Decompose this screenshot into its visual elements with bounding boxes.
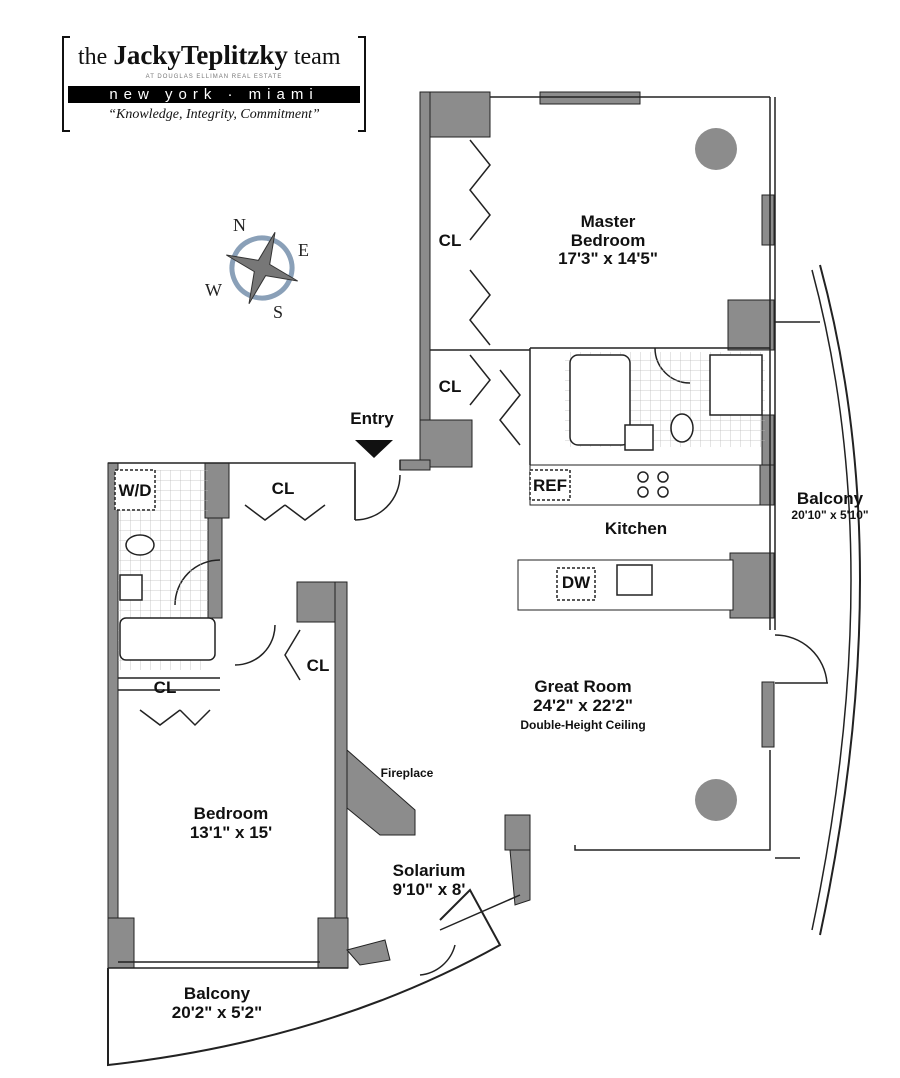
- refrigerator-label: REF: [533, 476, 567, 495]
- compass-east: E: [298, 240, 309, 260]
- outline-lines: [107, 96, 861, 1067]
- compass-south: S: [273, 302, 284, 322]
- fixtures: [114, 354, 763, 661]
- closet-label: CL: [438, 377, 462, 396]
- fireplace-label: Fireplace: [380, 766, 434, 780]
- brand-logo: the JackyTeplitzky team AT DOUGLAS ELLIM…: [62, 36, 366, 132]
- closet-label: CL: [153, 678, 177, 697]
- column: [695, 779, 737, 821]
- logo-prefix: the: [78, 44, 108, 70]
- kitchen-label: Kitchen: [604, 519, 668, 538]
- closet-label: CL: [271, 479, 295, 498]
- logo-tagline: “Knowledge, Integrity, Commitment”: [108, 107, 320, 122]
- compass-north: N: [233, 215, 246, 235]
- compass-rose-icon: [226, 232, 298, 304]
- washer-dryer-label: W/D: [118, 481, 152, 500]
- logo-suffix: team: [293, 44, 341, 70]
- logo-name: JackyTeplitzky: [113, 40, 288, 70]
- closet-label: CL: [306, 656, 330, 675]
- logo-subtitle: AT DOUGLAS ELLIMAN REAL ESTATE: [145, 74, 283, 80]
- entry-label: Entry: [350, 409, 394, 428]
- logo-cities: new york · miami: [68, 86, 360, 103]
- closet-label: CL: [438, 231, 462, 250]
- dishwasher-label: DW: [561, 573, 591, 592]
- entry-arrow-icon: [355, 440, 393, 458]
- compass-west: W: [205, 280, 222, 300]
- column: [695, 128, 737, 170]
